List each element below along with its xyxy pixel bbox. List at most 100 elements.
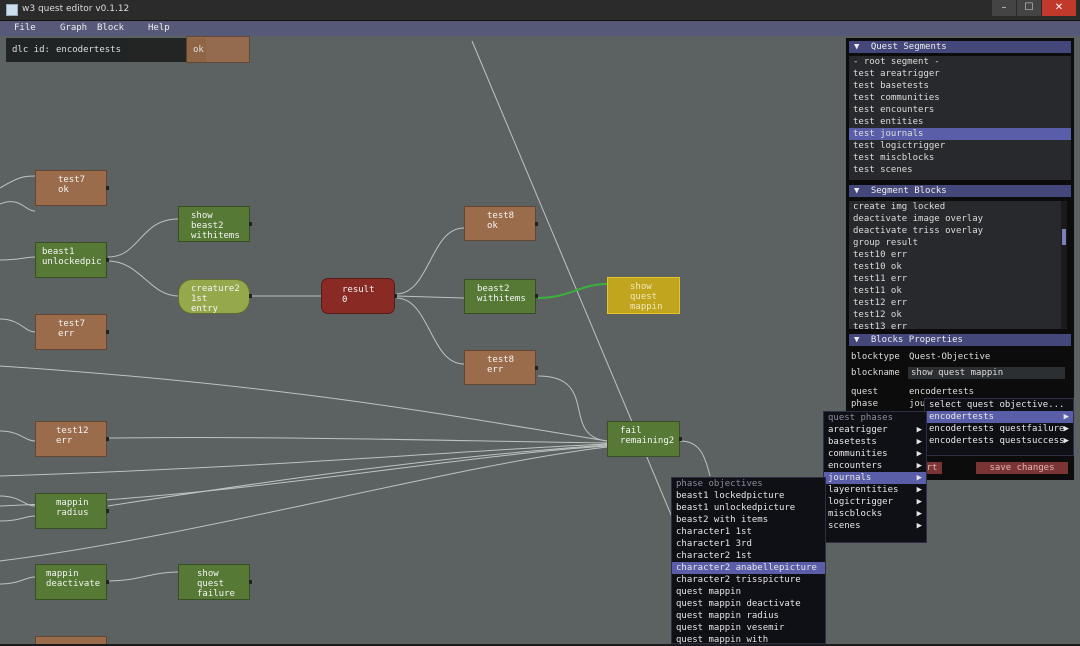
list-item[interactable]: deactivate image overlay	[849, 213, 1061, 225]
menu-item[interactable]: quest mappin vesemir	[672, 622, 825, 634]
quest-value[interactable]: encodertests	[909, 387, 975, 397]
menu-item[interactable]: quest mappin with	[672, 634, 825, 646]
output-pin[interactable]	[249, 222, 252, 226]
menu-item[interactable]: beast1 lockedpicture	[672, 490, 825, 502]
menu-item[interactable]: quest mappin radius	[672, 610, 825, 622]
maximize-button[interactable]: ☐	[1017, 0, 1041, 16]
menu-item[interactable]: encodertests questfailure▶	[925, 423, 1073, 435]
node-mappin-deactivate[interactable]: mappin deactivate	[35, 564, 107, 600]
list-item[interactable]: test11 err	[849, 273, 1061, 285]
node-beast2-withitems[interactable]: beast2 withitems	[464, 279, 536, 314]
output-pin[interactable]	[249, 294, 252, 298]
menu-item[interactable]: scenes▶	[824, 520, 926, 532]
output-pin[interactable]	[679, 437, 682, 441]
output-pin[interactable]	[106, 186, 109, 190]
minimize-button[interactable]: –	[992, 0, 1016, 16]
list-item[interactable]: test10 ok	[849, 261, 1061, 273]
quest-objective-menu[interactable]: select quest objective...encodertests▶en…	[924, 398, 1074, 456]
save-changes-button[interactable]: save changes	[976, 462, 1068, 474]
menu-item[interactable]: quest mappin deactivate	[672, 598, 825, 610]
output-pin[interactable]	[106, 437, 109, 441]
list-item[interactable]: test areatrigger	[849, 68, 1071, 80]
list-item[interactable]: test entities	[849, 116, 1071, 128]
node-test12-err[interactable]: test12 err	[35, 421, 107, 457]
node-beast1-unlockedpic[interactable]: beast1 unlockedpic	[35, 242, 107, 278]
menu-block[interactable]: Block	[97, 23, 125, 33]
menu-item[interactable]: encounters▶	[824, 460, 926, 472]
segment-blocks-scrollbar[interactable]	[1061, 201, 1067, 329]
node-creature2-1st-entry[interactable]: creature2 1st entry	[178, 279, 250, 314]
list-item[interactable]: - root segment -	[849, 56, 1071, 68]
list-item[interactable]: test13 err	[849, 321, 1061, 329]
output-pin[interactable]	[106, 509, 109, 513]
node-test7-ok[interactable]: test7 ok	[35, 170, 107, 206]
node-fail-remaining2[interactable]: fail remaining2	[607, 421, 680, 457]
output-pin[interactable]	[249, 580, 252, 584]
node-partial[interactable]	[35, 636, 107, 644]
quest-segments-header[interactable]: ▼ Quest Segments	[849, 41, 1071, 53]
menu-item[interactable]: character1 3rd	[672, 538, 825, 550]
menu-item[interactable]: areatrigger▶	[824, 424, 926, 436]
menu-item[interactable]: layerentities▶	[824, 484, 926, 496]
list-item[interactable]: test miscblocks	[849, 152, 1071, 164]
node-show-quest-failure[interactable]: show quest failure	[178, 564, 250, 600]
menu-item[interactable]: communities▶	[824, 448, 926, 460]
menu-item[interactable]: select quest objective...	[925, 399, 1073, 411]
list-item[interactable]: test journals	[849, 128, 1071, 140]
segment-blocks-header[interactable]: ▼ Segment Blocks	[849, 185, 1071, 197]
block-properties-header[interactable]: ▼ Blocks Properties	[849, 334, 1071, 346]
menu-item[interactable]: encodertests▶	[925, 411, 1073, 423]
blockname-input[interactable]: show quest mappin	[908, 367, 1065, 379]
menu-item[interactable]: encodertests questsuccess▶	[925, 435, 1073, 447]
output-pin[interactable]	[394, 294, 397, 298]
output-pin[interactable]	[535, 366, 538, 370]
menu-item[interactable]: character2 anabellepicture	[672, 562, 825, 574]
menu-item[interactable]: character2 1st	[672, 550, 825, 562]
node-mappin-radius[interactable]: mappin radius	[35, 493, 107, 529]
list-item[interactable]: test12 err	[849, 297, 1061, 309]
output-pin[interactable]	[106, 330, 109, 334]
list-item[interactable]: create img locked	[849, 201, 1061, 213]
output-pin[interactable]	[106, 258, 109, 262]
node-test8-err[interactable]: test8 err	[464, 350, 536, 385]
revert-button[interactable]: rt	[922, 462, 942, 474]
list-item[interactable]: test10 err	[849, 249, 1061, 261]
node-result-0[interactable]: result 0	[321, 278, 395, 314]
output-pin[interactable]	[535, 294, 538, 298]
list-item[interactable]: deactivate triss overlay	[849, 225, 1061, 237]
menu-graph[interactable]: Graph	[60, 23, 88, 33]
list-item[interactable]: test encounters	[849, 104, 1071, 116]
output-pin[interactable]	[535, 222, 538, 226]
list-item[interactable]: test11 ok	[849, 285, 1061, 297]
list-item[interactable]: test basetests	[849, 80, 1071, 92]
node-show-beast2-withitems[interactable]: show beast2 withitems	[178, 206, 250, 242]
menu-item[interactable]: character1 1st	[672, 526, 825, 538]
menu-file[interactable]: File	[14, 23, 36, 33]
output-pin[interactable]	[106, 580, 109, 584]
menu-item[interactable]: logictrigger▶	[824, 496, 926, 508]
phase-value[interactable]: jou	[909, 399, 926, 409]
list-item[interactable]: test scenes	[849, 164, 1071, 176]
menu-item[interactable]: quest mappin	[672, 586, 825, 598]
node-test8-ok[interactable]: test8 ok	[464, 206, 536, 241]
list-item[interactable]: test12 ok	[849, 309, 1061, 321]
list-item[interactable]: test communities	[849, 92, 1071, 104]
menu-item[interactable]: journals▶	[824, 472, 926, 484]
list-item[interactable]: group result	[849, 237, 1061, 249]
node-show-quest-mappin[interactable]: show quest mappin	[607, 277, 680, 314]
menu-item[interactable]: beast1 unlockedpicture	[672, 502, 825, 514]
node-test7-err[interactable]: test7 err	[35, 314, 107, 350]
close-button[interactable]: ✕	[1042, 0, 1076, 16]
node-top-ok[interactable]: ok	[186, 36, 250, 63]
menu-item[interactable]: character2 trisspicture	[672, 574, 825, 586]
menu-item[interactable]: basetests▶	[824, 436, 926, 448]
menu-help[interactable]: Help	[148, 23, 170, 33]
scrollbar-thumb[interactable]	[1062, 229, 1066, 245]
menu-item[interactable]: beast2 with items	[672, 514, 825, 526]
list-item[interactable]: test logictrigger	[849, 140, 1071, 152]
menu-item[interactable]: miscblocks▶	[824, 508, 926, 520]
